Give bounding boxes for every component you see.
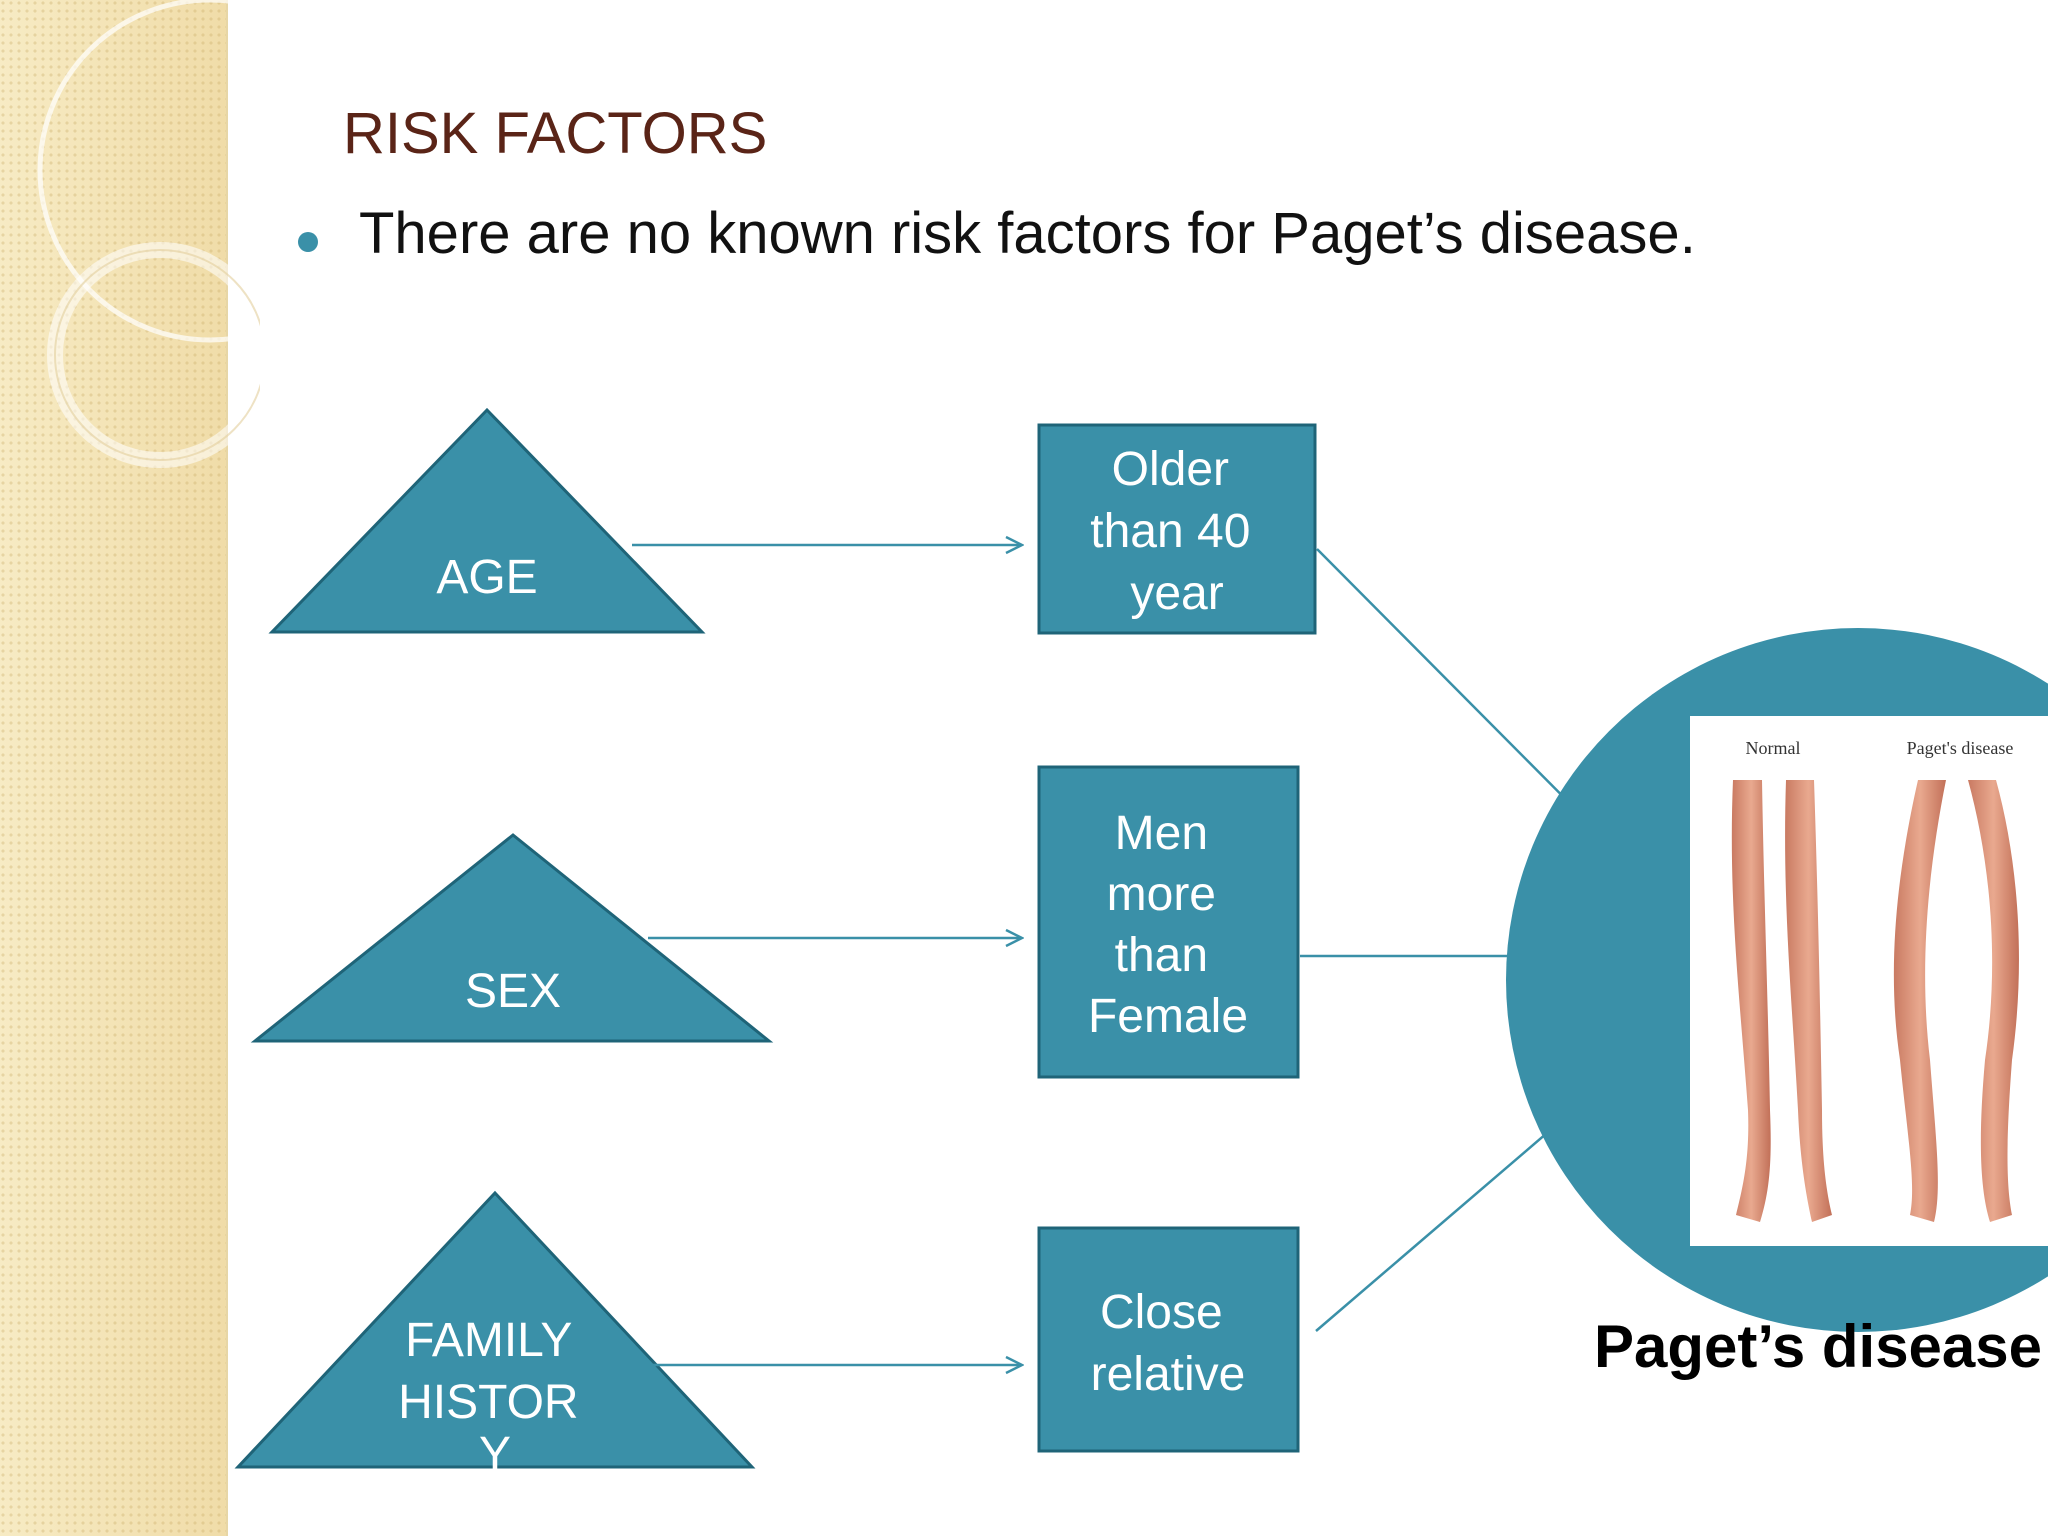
bullet-dot (298, 232, 318, 252)
factor-label-sex: SEX (465, 965, 561, 1018)
sidebar-divider (226, 0, 228, 1536)
detail-age-line-2: than 40 (1090, 505, 1250, 558)
factor-label-family-line-1: FAMILY (405, 1314, 571, 1367)
result-caption: Paget’s disease (1594, 1313, 2043, 1380)
image-label-normal: Normal (1746, 738, 1801, 758)
factor-label-family-line-3: Y (479, 1428, 511, 1481)
factor-triangle-family-history (234, 1190, 756, 1469)
detail-box-family (1037, 1226, 1300, 1453)
detail-age-line-3: year (1130, 567, 1223, 620)
detail-family-line-2: relative (1091, 1348, 1246, 1401)
leg-paget-left (1893, 780, 1946, 1222)
factor-label-age: AGE (436, 551, 537, 604)
factor-label-family-line-2: HISTOR (398, 1376, 578, 1429)
detail-sex-line-4: Female (1088, 990, 1248, 1043)
detail-text-family: Close relative (1091, 1286, 1246, 1401)
image-label-paget: Paget's disease (1907, 738, 2014, 758)
detail-box-sex (1037, 765, 1300, 1079)
detail-text-age: Older than 40 year (1090, 443, 1264, 620)
detail-box-age (1037, 423, 1317, 635)
detail-text-sex: Men more than Female (1088, 807, 1248, 1043)
factor-triangle-age (268, 407, 706, 634)
bullet-text: There are no known risk factors for Page… (359, 201, 1696, 266)
factor-triangle-sex (250, 833, 774, 1043)
leg-normal-right (1785, 780, 1832, 1222)
leg-paget-right (1968, 780, 2019, 1222)
result-oval: Normal Paget's disease (1506, 628, 2048, 1332)
detail-sex-line-3: than (1115, 929, 1208, 982)
detail-sex-line-1: Men (1115, 807, 1208, 860)
factor-label-family-history: FAMILY HISTOR Y (398, 1314, 592, 1481)
detail-sex-line-2: more (1107, 868, 1216, 921)
leg-normal-left (1731, 780, 1771, 1222)
detail-age-line-1: Older (1112, 443, 1229, 496)
detail-family-line-1: Close (1100, 1286, 1223, 1339)
slide-title: RISK FACTORS (343, 101, 768, 166)
